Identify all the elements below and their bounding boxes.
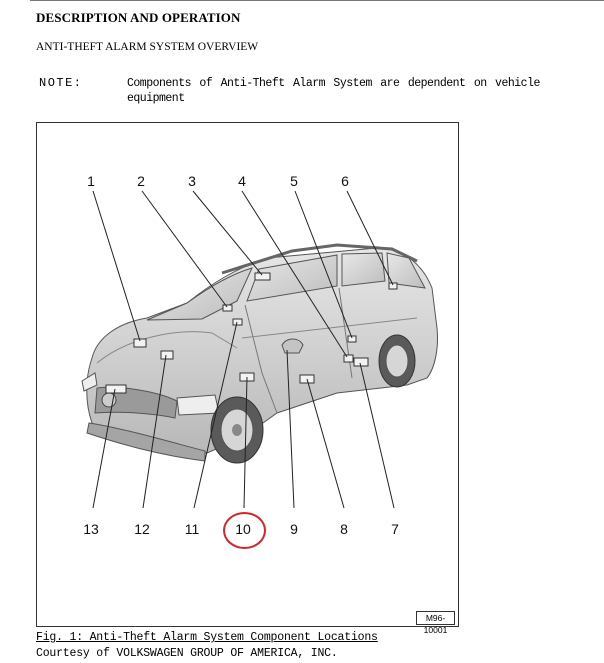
callout-9: 9	[290, 521, 298, 537]
figure-reference-id: M96-10001	[416, 611, 455, 635]
callout-10-highlight-circle	[223, 512, 266, 549]
station-wagon-drawing	[81, 243, 438, 464]
subsection-title: ANTI-THEFT ALARM SYSTEM OVERVIEW	[36, 41, 259, 53]
callout-2: 2	[137, 173, 145, 189]
note-label: NOTE:	[39, 76, 83, 90]
callout-1: 1	[87, 173, 95, 189]
figure-caption: Fig. 1: Anti-Theft Alarm System Componen…	[36, 631, 378, 644]
callout-8: 8	[340, 521, 348, 537]
callout-11: 11	[184, 521, 200, 537]
figure-courtesy: Courtesy of VOLKSWAGEN GROUP OF AMERICA,…	[36, 647, 338, 660]
component-location-figure: 1 2 3 4 5 6 7 8 9 10 11 12 13 M96-10001	[36, 122, 459, 635]
callout-13: 13	[83, 521, 99, 537]
leader-lines	[92, 190, 395, 509]
callout-5: 5	[290, 173, 298, 189]
callout-7: 7	[391, 521, 399, 537]
header-rule	[30, 0, 604, 1]
callout-12: 12	[134, 521, 150, 537]
note-text: Components of Anti-Theft Alarm System ar…	[127, 77, 540, 105]
vehicle-illustration	[81, 190, 438, 509]
callout-4: 4	[238, 173, 246, 189]
section-title: DESCRIPTION AND OPERATION	[36, 10, 241, 25]
callout-3: 3	[188, 173, 196, 189]
callout-6: 6	[341, 173, 349, 189]
